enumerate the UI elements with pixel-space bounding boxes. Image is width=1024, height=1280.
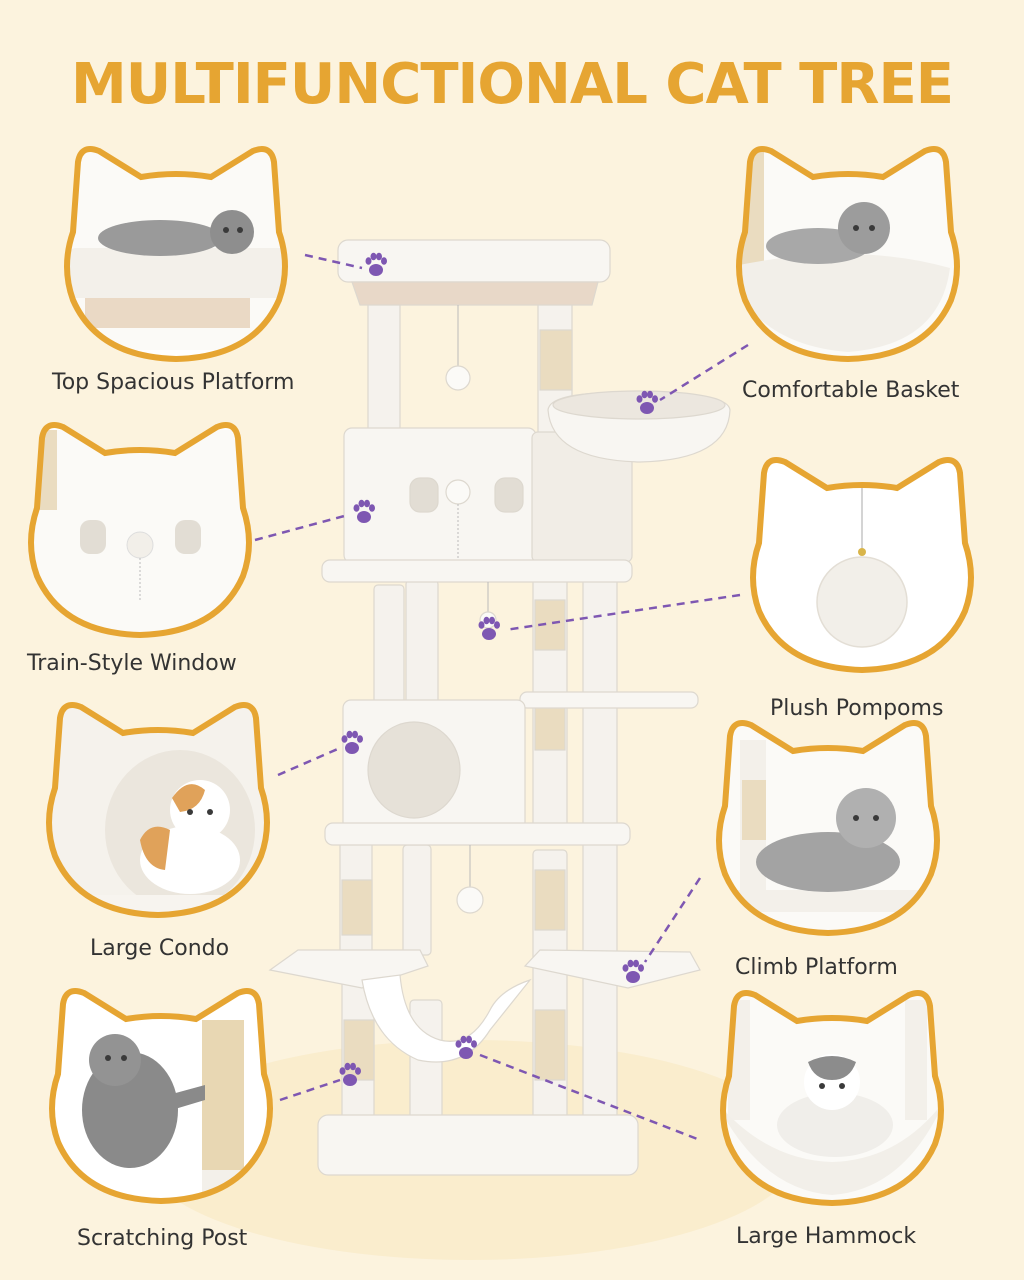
tree-post <box>582 577 618 1139</box>
cat-in-hammock-photo <box>723 995 941 1204</box>
connector-line <box>277 746 341 777</box>
sisal-wrap <box>539 329 573 391</box>
feature-label-climb-platform: Climb Platform <box>735 955 898 980</box>
callout-scratching-post <box>52 990 277 1210</box>
tree-post <box>402 844 432 956</box>
sisal-wrap <box>534 869 566 931</box>
connector-line <box>254 513 349 542</box>
callout-climb-platform <box>718 723 943 940</box>
feature-label-basket: Comfortable Basket <box>742 378 960 403</box>
window-photo <box>31 430 249 636</box>
pompom <box>445 479 471 505</box>
cat-in-basket-photo <box>739 150 957 360</box>
cat-tree <box>268 239 731 1176</box>
sisal-wrap <box>341 879 373 936</box>
connector-line <box>304 253 363 270</box>
cat-in-condo-photo <box>50 705 267 916</box>
connector-line <box>643 877 702 963</box>
callout-pompoms <box>753 460 975 670</box>
tree-post <box>373 584 405 706</box>
connector-line <box>279 1078 341 1102</box>
tree-post <box>367 299 401 446</box>
condo-hole <box>367 721 461 819</box>
side-platform <box>519 691 699 709</box>
pompom <box>456 886 484 914</box>
window-hole <box>494 477 524 513</box>
pompom-photo <box>755 460 971 670</box>
middle-platform <box>321 559 633 583</box>
page-title: MULTIFUNCTIONAL CAT TREE <box>71 52 954 117</box>
feature-label-pompoms: Plush Pompoms <box>770 696 944 721</box>
feature-label-train-window: Train-Style Window <box>27 651 237 676</box>
callout-top-platform <box>67 149 298 359</box>
hammock <box>361 974 532 1063</box>
feature-label-top-platform: Top Spacious Platform <box>52 370 295 395</box>
callout-train-window <box>30 425 255 640</box>
connector-line <box>504 593 741 632</box>
cat-on-platform-photo <box>68 150 285 350</box>
sisal-wrap <box>534 1009 566 1081</box>
cat-on-platform-photo <box>719 725 937 934</box>
condo-platform <box>324 822 631 846</box>
feature-label-large-condo: Large Condo <box>90 936 230 961</box>
top-platform <box>337 239 611 283</box>
callout-large-hammock <box>715 993 947 1210</box>
top-platform-underside <box>351 281 599 306</box>
window-hole <box>409 477 439 513</box>
feature-label-scratching-post: Scratching Post <box>77 1226 248 1251</box>
feature-label-large-hammock: Large Hammock <box>736 1224 917 1249</box>
hammock-platform-left <box>268 949 429 989</box>
tree-base <box>317 1114 639 1176</box>
pompom <box>445 365 471 391</box>
connector-line <box>659 343 749 402</box>
connector-line <box>479 1053 701 1142</box>
callout-basket <box>725 149 960 360</box>
hammock-platform-right <box>523 949 701 989</box>
connector-lines <box>254 253 749 1142</box>
callout-large-condo <box>49 705 275 920</box>
